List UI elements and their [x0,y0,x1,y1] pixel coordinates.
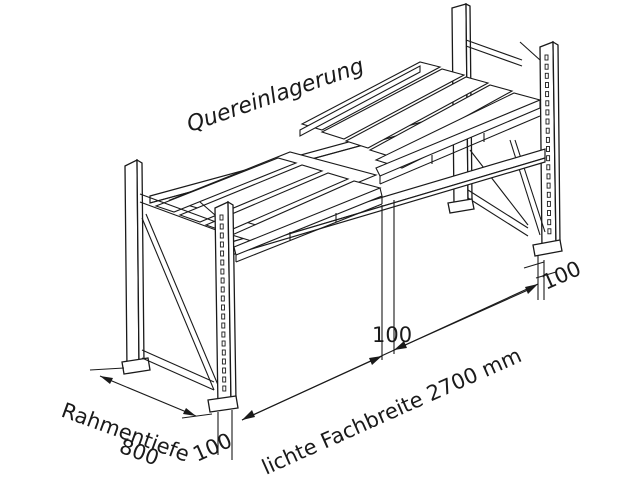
upright-hole [219,232,224,239]
upright-hole [546,164,551,171]
upright-hole [220,250,225,257]
upright-hole [547,219,552,226]
upright-hole [221,322,226,329]
upright-hole [546,146,550,152]
upright-hole [221,313,226,320]
upright-hole [220,259,225,266]
upright-hole [545,127,550,134]
label-fachbreite: lichte Fachbreite 2700 mm [258,343,525,479]
pallet-left [154,151,383,263]
upright-hole [221,331,226,338]
upright-hole [545,136,550,143]
upright-hole [545,82,549,88]
upright-hole [222,376,227,383]
label-left-post-width: 100 [189,428,235,466]
upright-hole [545,100,550,107]
front-left-upright [199,200,239,413]
upright-hole [220,268,225,275]
upright-hole [544,72,549,79]
upright-hole [222,367,227,374]
upright-hole [544,63,549,70]
upright-hole [221,358,226,365]
upright-hole [220,286,225,293]
upright-hole [546,155,551,162]
upright-hole [545,91,550,98]
upright-hole [544,54,549,61]
label-center-gap: 100 [372,323,412,347]
upright-hole [546,191,551,198]
pallet-right [299,61,542,185]
upright-hole [546,182,551,189]
upright-hole [547,210,551,216]
upright-hole [219,241,224,248]
upright-hole [547,228,552,235]
back-left-upright-frame [121,158,219,391]
upright-hole [219,223,224,230]
right-frame-top-brace [519,41,541,61]
upright-hole [221,349,226,356]
back-right-upright-frame [447,2,529,237]
upright-hole [546,173,551,180]
right-frame-diagonal [509,139,541,236]
front-right-upright [532,40,563,257]
upright-hole [546,200,551,207]
upright-hole [545,118,550,125]
label-right-post-width: 100 [538,256,584,294]
dim-rahmentiefe-line [99,375,197,417]
upright-hole [220,295,225,302]
upright-hole [221,304,225,311]
upright-hole [545,109,550,116]
upright-hole [221,340,226,347]
upright-hole [222,385,227,392]
upright-hole [219,214,224,221]
dimension-lines [89,200,557,460]
upright-hole [220,277,225,284]
